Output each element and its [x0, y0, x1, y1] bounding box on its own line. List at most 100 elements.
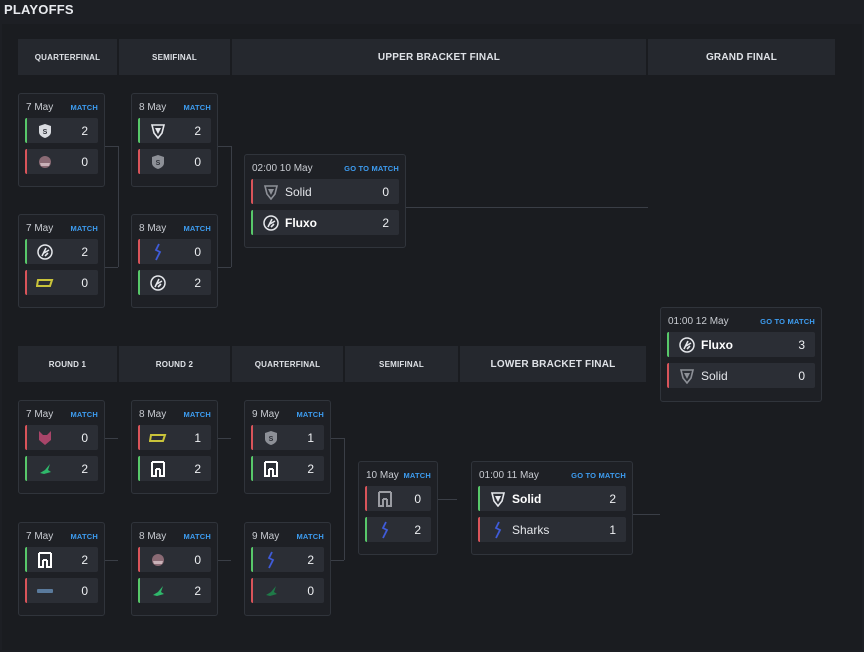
connector-line: [330, 560, 344, 561]
team-row[interactable]: 0: [25, 425, 98, 450]
team-row[interactable]: 0: [25, 270, 98, 295]
gm-team-logo-icon: [262, 460, 280, 478]
match-date: 7 May: [26, 530, 54, 542]
connector-line: [104, 560, 118, 561]
connector-line: [104, 267, 118, 268]
team-row[interactable]: 2: [138, 456, 211, 481]
team-row[interactable]: 2: [138, 270, 211, 295]
team-row[interactable]: 0: [25, 578, 98, 603]
match-link[interactable]: MATCH: [70, 531, 98, 541]
team-row[interactable]: 2: [25, 456, 98, 481]
match-link[interactable]: MATCH: [183, 102, 211, 112]
connector-line: [217, 146, 231, 147]
match-link[interactable]: MATCH: [403, 470, 431, 480]
team-name: Solid: [285, 184, 312, 199]
blue-team-logo-icon: [36, 582, 54, 600]
team-row[interactable]: 2: [25, 547, 98, 572]
team-row[interactable]: 2: [365, 517, 431, 542]
team-score: 1: [609, 522, 616, 537]
team-name: Solid: [512, 491, 542, 506]
team-row[interactable]: 0: [138, 239, 211, 264]
go-to-match-link[interactable]: GO TO MATCH: [760, 316, 815, 326]
match-link[interactable]: MATCH: [70, 409, 98, 419]
connector-line: [217, 560, 231, 561]
match-card-lower-sf[interactable]: 10 May MATCH 0 2: [358, 461, 438, 555]
team-score: 1: [307, 430, 314, 445]
shield-team-logo-icon: [149, 122, 167, 140]
team-row[interactable]: 2: [25, 239, 98, 264]
match-link[interactable]: MATCH: [70, 223, 98, 233]
team-score: 2: [414, 522, 421, 537]
green-team-logo-icon: [149, 582, 167, 600]
svg-text:S: S: [156, 160, 161, 167]
match-card-upper-sf-2[interactable]: 8 May MATCH 0 2: [131, 214, 218, 308]
match-date: 9 May: [252, 530, 280, 542]
match-card-upper-qf-1[interactable]: 7 May MATCH S 2 0: [18, 93, 105, 187]
match-link[interactable]: MATCH: [296, 531, 324, 541]
svg-text:S: S: [43, 129, 48, 136]
team-row[interactable]: 2: [251, 456, 324, 481]
match-card-lower-qf-2[interactable]: 9 May MATCH 2 0: [244, 522, 331, 616]
fluxo-logo-icon: [262, 214, 280, 232]
team-row[interactable]: S 2: [25, 118, 98, 143]
match-link[interactable]: MATCH: [296, 409, 324, 419]
match-date: 9 May: [252, 408, 280, 420]
match-card-lower-r1-1[interactable]: 7 May MATCH 0 2: [18, 400, 105, 494]
connector-line: [633, 514, 660, 515]
match-date: 7 May: [26, 101, 54, 113]
team-row[interactable]: 0: [25, 149, 98, 174]
header-lower-bracket-final: LOWER BRACKET FINAL: [460, 346, 646, 382]
team-row[interactable]: S 0: [138, 149, 211, 174]
match-card-lower-qf-1[interactable]: 9 May MATCH S 1 2: [244, 400, 331, 494]
team-row[interactable]: 2: [138, 118, 211, 143]
match-date: 02:00 10 May: [252, 162, 313, 174]
go-to-match-link[interactable]: GO TO MATCH: [344, 163, 399, 173]
match-date: 10 May: [366, 469, 399, 481]
match-link[interactable]: MATCH: [183, 531, 211, 541]
header-lower-quarterfinal: QUARTERFINAL: [232, 346, 343, 382]
team-score: 0: [307, 583, 314, 598]
match-link[interactable]: MATCH: [183, 223, 211, 233]
team-row[interactable]: 0: [365, 486, 431, 511]
green-team-logo-icon: [262, 582, 280, 600]
team-row[interactable]: 0: [251, 578, 324, 603]
connector-line: [104, 438, 118, 439]
team-score: 2: [81, 123, 88, 138]
match-date: 7 May: [26, 222, 54, 234]
team-score: 0: [81, 154, 88, 169]
team-score: 0: [798, 368, 805, 383]
team-row[interactable]: 2: [251, 547, 324, 572]
svg-text:S: S: [269, 436, 274, 443]
match-link[interactable]: MATCH: [70, 102, 98, 112]
match-link[interactable]: MATCH: [183, 409, 211, 419]
team-score: 2: [81, 244, 88, 259]
fluxo-logo-icon: [36, 243, 54, 261]
team-row[interactable]: 2: [138, 578, 211, 603]
connector-line: [118, 146, 119, 267]
team-score: 0: [194, 552, 201, 567]
team-row[interactable]: 0: [138, 547, 211, 572]
shield-team-logo-icon: [262, 183, 280, 201]
team-row[interactable]: 1: [138, 425, 211, 450]
match-card-lower-r1-2[interactable]: 7 May MATCH 2 0: [18, 522, 105, 616]
match-card-upper-qf-2[interactable]: 7 May MATCH 2 0: [18, 214, 105, 308]
match-date: 01:00 12 May: [668, 315, 729, 327]
header-round-1: ROUND 1: [18, 346, 117, 382]
match-date: 8 May: [139, 222, 167, 234]
go-to-match-link[interactable]: GO TO MATCH: [571, 470, 626, 480]
team-row[interactable]: S 1: [251, 425, 324, 450]
match-date: 7 May: [26, 408, 54, 420]
team-score: 0: [81, 583, 88, 598]
